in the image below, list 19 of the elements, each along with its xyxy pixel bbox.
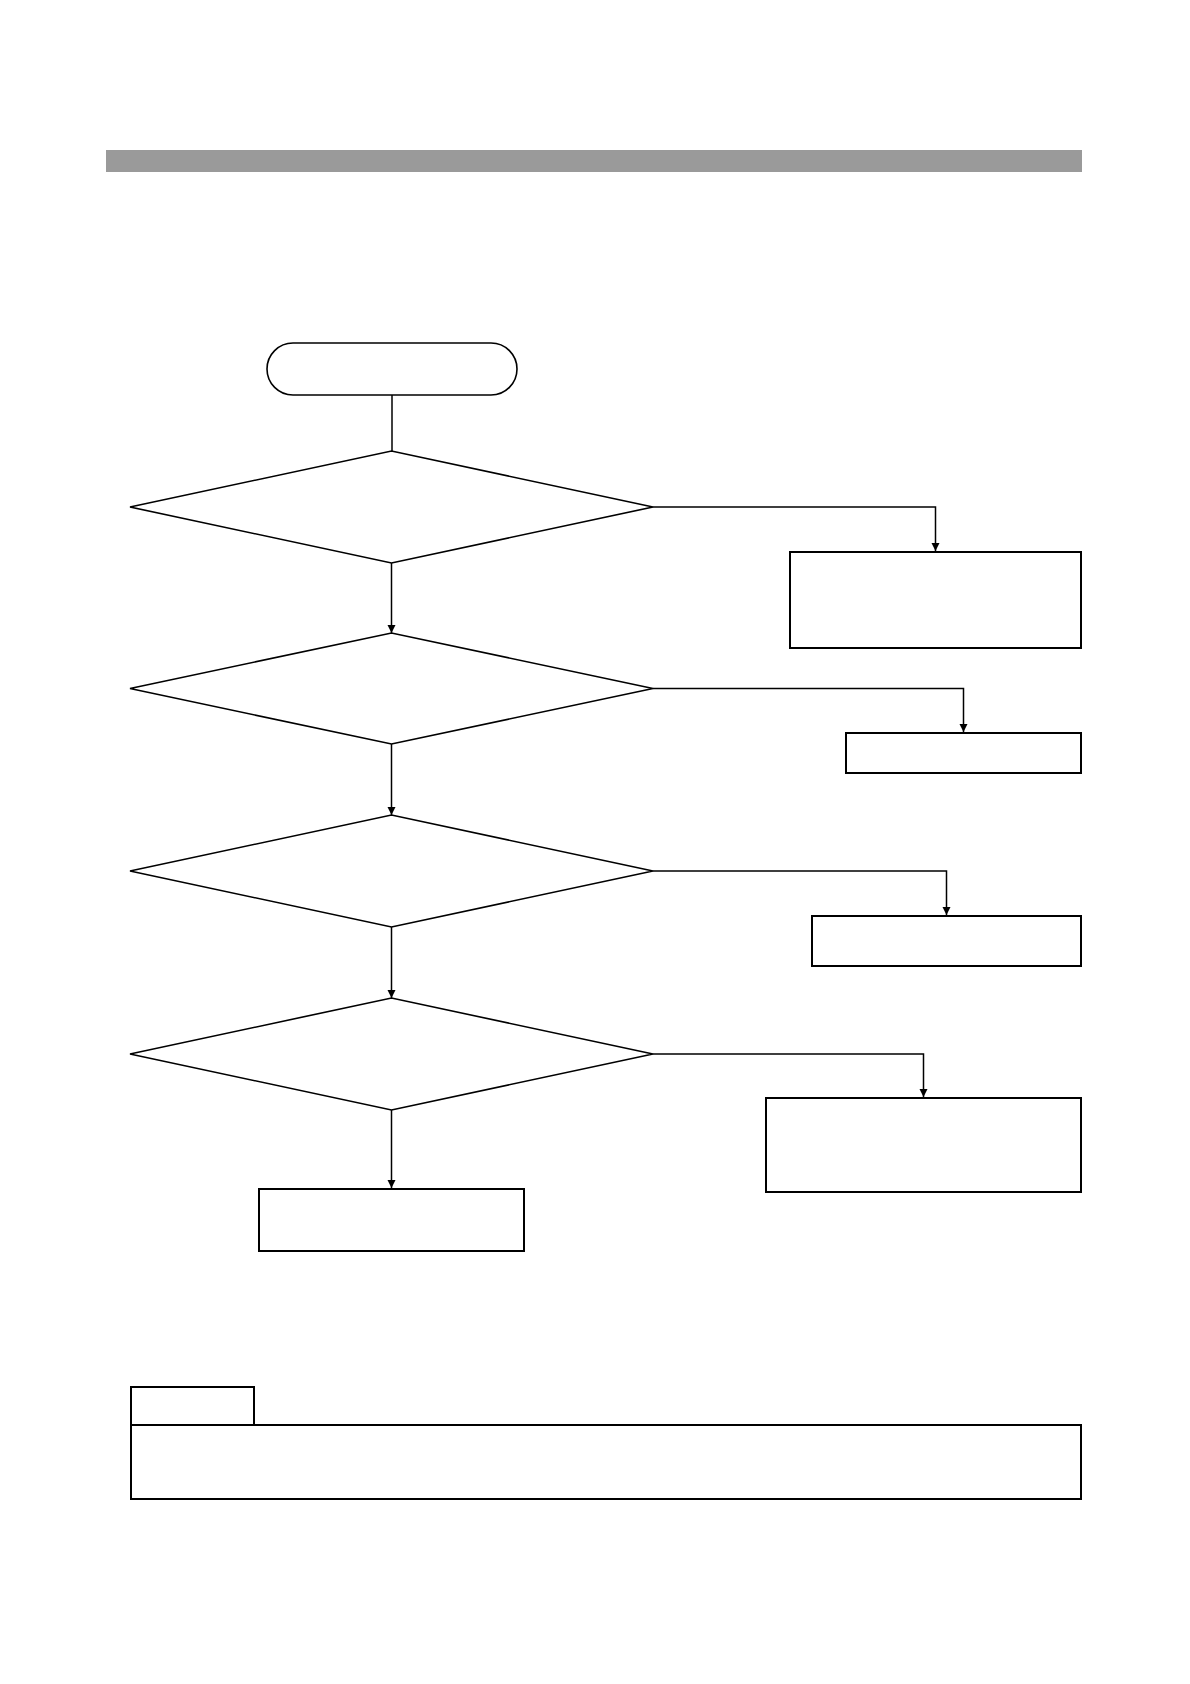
- process-box: [811, 915, 1082, 967]
- decision-diamond: [130, 998, 653, 1110]
- decision-diamond: [130, 451, 653, 563]
- process-box: [789, 551, 1082, 649]
- process-box: [130, 1424, 1082, 1500]
- arrow: [387, 926, 396, 999]
- arrow: [387, 1109, 396, 1189]
- process-box: [765, 1097, 1082, 1193]
- process-box: [845, 732, 1082, 774]
- arrow: [387, 562, 396, 634]
- decision-diamond: [130, 815, 653, 927]
- process-box: [130, 1386, 255, 1426]
- arrow: [652, 506, 940, 552]
- arrow: [652, 687, 968, 733]
- decision-diamond: [130, 633, 653, 744]
- arrow: [652, 870, 951, 916]
- process-box: [258, 1188, 525, 1252]
- arrow: [387, 743, 396, 816]
- arrow: [652, 1053, 928, 1098]
